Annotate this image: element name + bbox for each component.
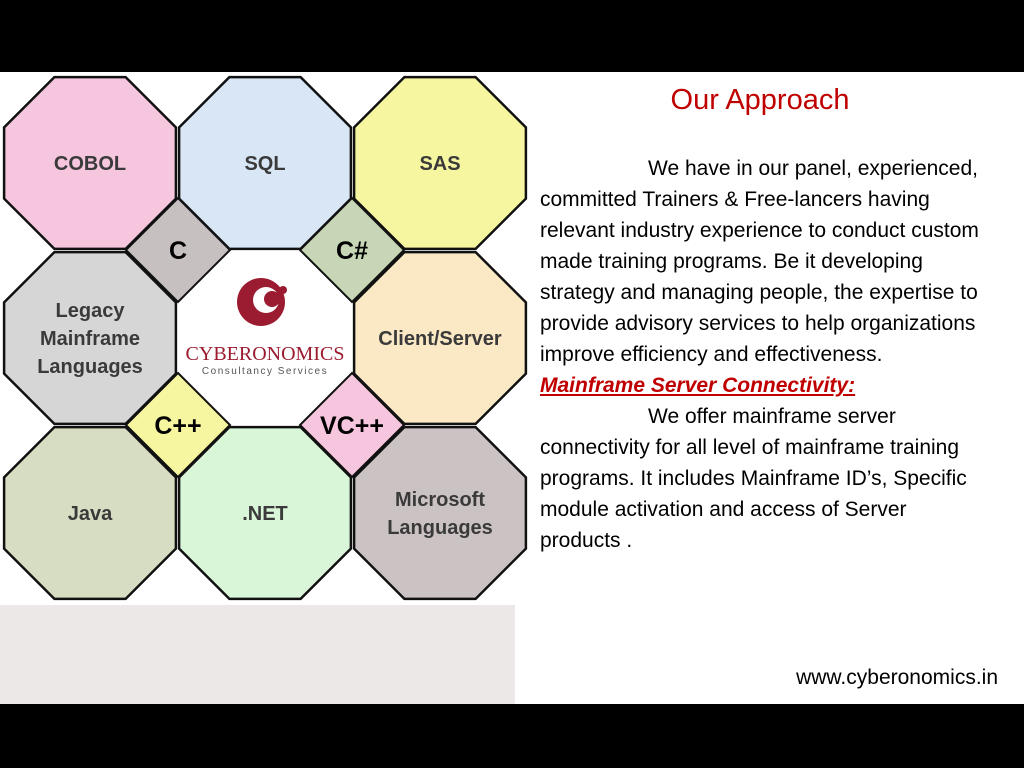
diamond-label: C++ — [154, 412, 201, 440]
diamond-label: C — [169, 237, 187, 265]
logo-tagline: Consultancy Services — [202, 366, 328, 377]
octagon-label: Mainframe — [40, 328, 140, 350]
body-text: We have in our panel, experienced, commi… — [540, 153, 980, 556]
octagon-label: SQL — [244, 153, 285, 175]
website-url: www.cyberonomics.in — [796, 666, 998, 689]
octagon-shape — [352, 250, 528, 426]
octagon-label: Legacy — [56, 300, 126, 322]
diamond-shape — [124, 196, 232, 304]
diamond-vcplusplus: VC++ — [298, 371, 406, 479]
bottom-fade-panel — [0, 605, 515, 704]
octagon-shape — [352, 75, 528, 251]
octagon-label: COBOL — [54, 153, 126, 175]
octagon-shape — [2, 425, 178, 601]
octagon-shape — [177, 75, 353, 251]
octagon-shape — [352, 425, 528, 601]
octagon-dotnet: .NET — [177, 425, 353, 601]
approach-paragraph: We have in our panel, experienced, commi… — [540, 157, 979, 366]
diamond-c: C — [124, 196, 232, 304]
page-title: Our Approach — [670, 84, 850, 116]
octagon-label: Microsoft — [395, 489, 485, 511]
octagon-sql: SQL — [177, 75, 353, 251]
diamond-shape — [298, 196, 406, 304]
octagon-shape — [2, 75, 178, 251]
octagon-sas: SAS — [352, 75, 528, 251]
octagon-shape — [2, 250, 178, 426]
connectivity-paragraph: We offer mainframe server connectivity f… — [540, 405, 967, 552]
octagon-client-server: Client/Server — [352, 250, 528, 426]
octagon-cobol: COBOL — [2, 75, 178, 251]
diamond-cplusplus: C++ — [124, 371, 232, 479]
cyberonomics-logo: CYBERONOMICS Consultancy Services — [186, 278, 345, 377]
diamond-label: C# — [336, 237, 368, 265]
diamond-label: VC++ — [320, 412, 384, 440]
octagon-label: SAS — [419, 153, 460, 175]
diamond-shape — [298, 371, 406, 479]
octagon-shape — [177, 425, 353, 601]
octagon-label: Client/Server — [378, 328, 502, 350]
logo-name: CYBERONOMICS — [186, 343, 345, 365]
subheading: Mainframe Server Connectivity: — [540, 374, 856, 397]
octagon-label: Languages — [37, 356, 143, 378]
octagon-java: Java — [2, 425, 178, 601]
octagon-label: Languages — [387, 517, 493, 539]
octagon-label: .NET — [242, 503, 288, 525]
diamond-csharp: C# — [298, 196, 406, 304]
octagon-label: Java — [68, 503, 113, 525]
diamond-shape — [124, 371, 232, 479]
